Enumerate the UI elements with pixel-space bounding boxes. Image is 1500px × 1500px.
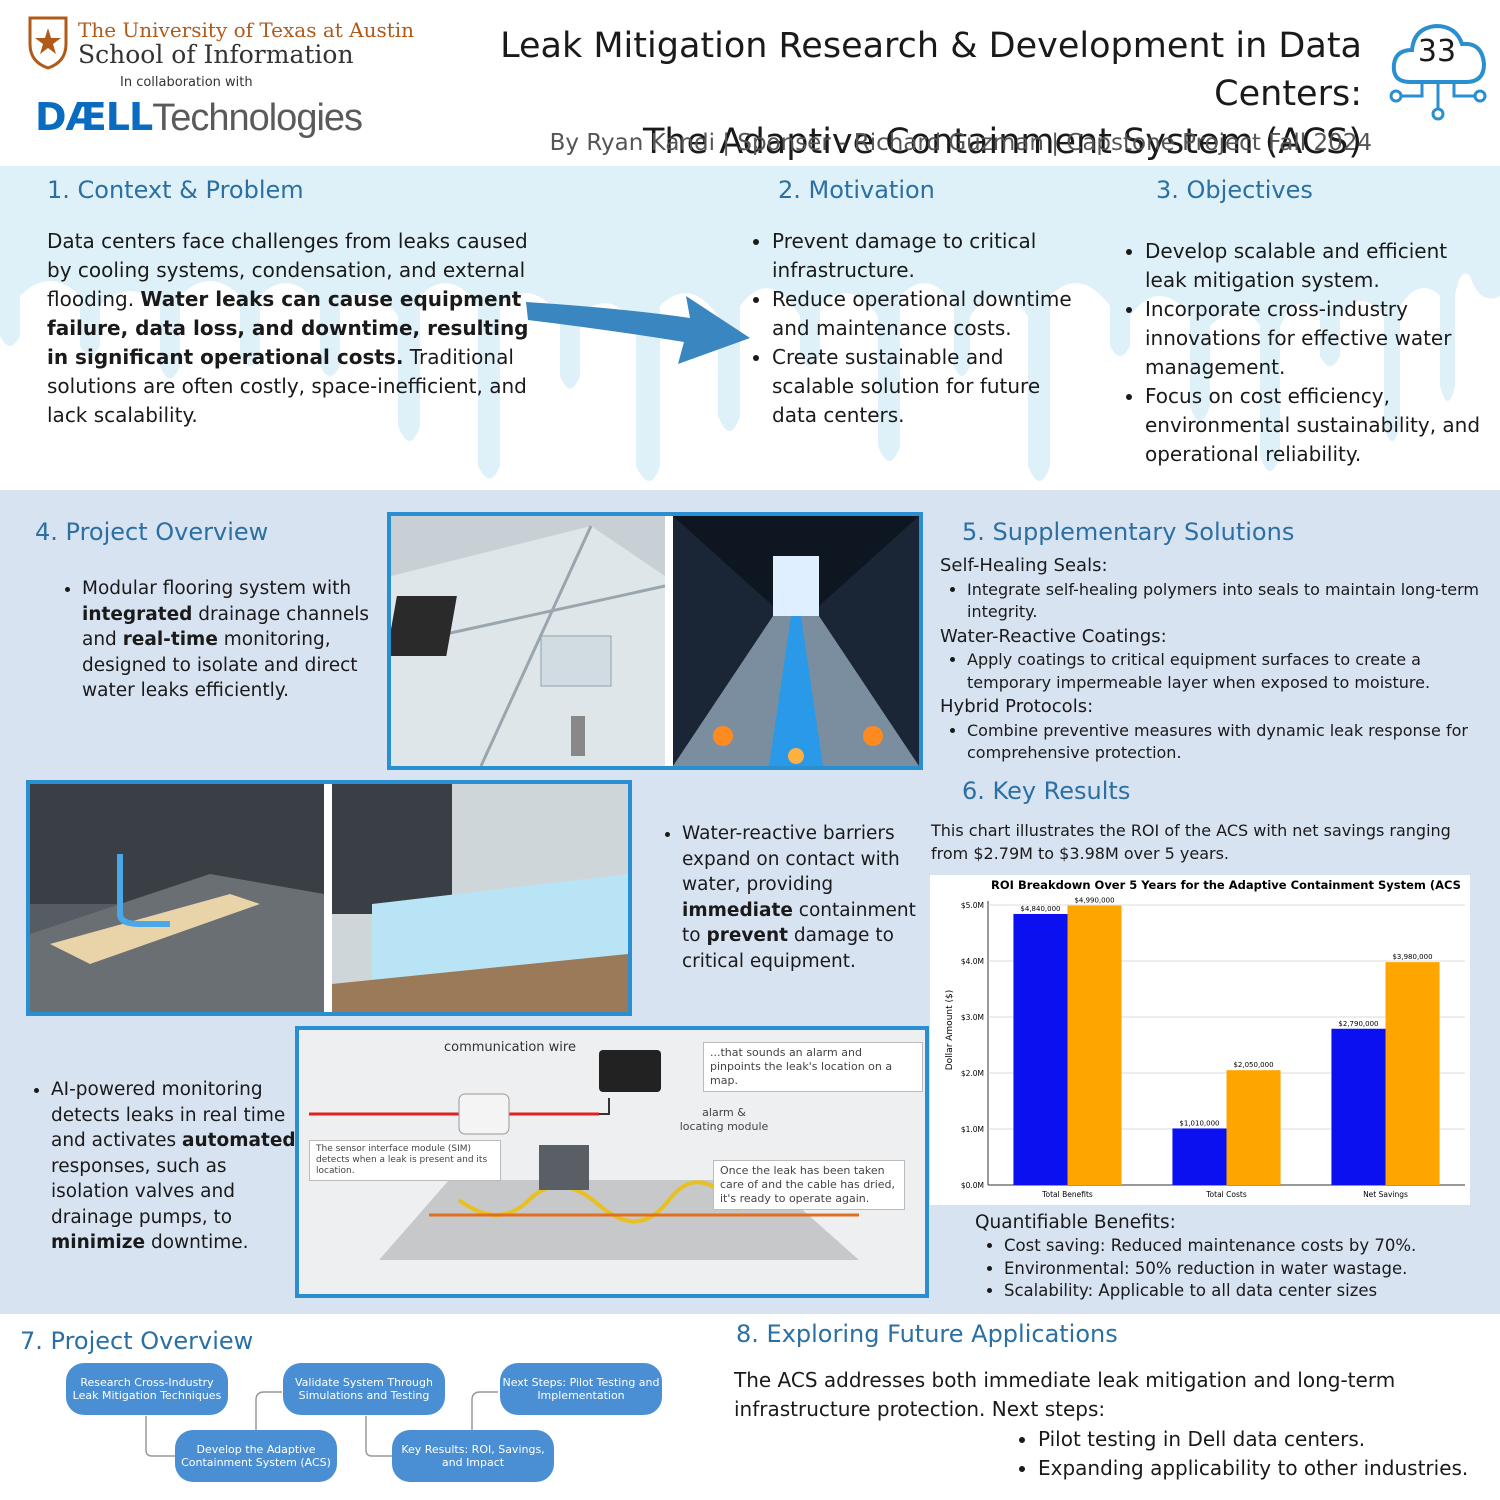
sim-callout: The sensor interface module (SIM) detect… — [309, 1140, 501, 1181]
overview-point-3: AI-powered monitoring detects leaks in r… — [27, 1077, 296, 1256]
bar-value-label: $4,990,000 — [1074, 897, 1114, 905]
future-list: Pilot testing in Dell data centers. Expa… — [1014, 1425, 1500, 1483]
x-tick-label: Total Benefits — [1041, 1190, 1093, 1199]
raised-floor-image — [391, 516, 665, 766]
timeline-heading: 7. Project Overview — [20, 1327, 254, 1355]
timeline-step: Research Cross-Industry Leak Mitigation … — [66, 1363, 228, 1415]
x-tick-label: Total Costs — [1205, 1190, 1247, 1199]
supplementary-title: Water-Reactive Coatings: — [940, 625, 1167, 647]
roi-bar-chart: ROI Breakdown Over 5 Years for the Adapt… — [930, 875, 1470, 1205]
bar-value-label: $3,980,000 — [1392, 953, 1432, 961]
timeline-connectors — [145, 1391, 498, 1457]
future-text: The ACS addresses both immediate leak mi… — [734, 1368, 1396, 1421]
alarm-label: alarm & locating module — [679, 1106, 769, 1133]
bar — [1385, 962, 1440, 1185]
benefits-list: Cost saving: Reduced maintenance costs b… — [980, 1235, 1494, 1303]
timeline-step: Next Steps: Pilot Testing and Implementa… — [500, 1363, 662, 1415]
overview-point-1: Modular flooring system with integrated … — [58, 576, 382, 704]
university-name: The University of Texas at Austin — [78, 18, 415, 42]
list-item: Combine preventive measures with dynamic… — [967, 720, 1480, 765]
motivation-list: Prevent damage to critical infrastructur… — [748, 227, 1082, 430]
context-text: Data centers face challenges from leaks … — [47, 229, 529, 427]
benefits-title: Quantifiable Benefits: — [975, 1212, 1176, 1233]
y-tick-label: $2.0M — [961, 1069, 984, 1078]
timeline-step: Validate System Through Simulations and … — [283, 1363, 445, 1415]
server-aisle-image — [673, 516, 919, 766]
list-item: Cost saving: Reduced maintenance costs b… — [1004, 1235, 1494, 1258]
overview-point-2: Water-reactive barriers expand on contac… — [658, 821, 932, 974]
list-item: Develop scalable and efficient leak miti… — [1145, 237, 1495, 295]
list-item: Apply coatings to critical equipment sur… — [967, 649, 1480, 694]
bar — [1013, 913, 1068, 1185]
y-tick-label: $3.0M — [961, 1013, 984, 1022]
ut-shield-icon — [28, 16, 68, 70]
objectives-heading: 3. Objectives — [1156, 176, 1313, 204]
list-item: Integrate self-healing polymers into sea… — [967, 579, 1480, 624]
x-tick-label: Net Savings — [1363, 1190, 1408, 1199]
school-name: School of Information — [78, 40, 354, 69]
overview-heading: 4. Project Overview — [35, 518, 269, 546]
bar — [1331, 1028, 1386, 1185]
list-item: Prevent damage to critical infrastructur… — [772, 227, 1082, 285]
y-tick-label: $4.0M — [961, 957, 984, 966]
list-item: Create sustainable and scalable solution… — [772, 343, 1082, 430]
poster-number: 33 — [1417, 34, 1457, 69]
results-intro: This chart illustrates the ROI of the AC… — [931, 821, 1451, 863]
supplementary-title: Self-Healing Seals: — [940, 555, 1108, 576]
barrier-images — [26, 780, 632, 1016]
list-item: Focus on cost efficiency, environmental … — [1145, 382, 1495, 469]
dry-callout: Once the leak has been taken care of and… — [713, 1160, 905, 1210]
cloud-network-icon — [1389, 23, 1487, 121]
bar — [1226, 1070, 1281, 1185]
bar-value-label: $4,840,000 — [1020, 905, 1060, 913]
supplementary-heading: 5. Supplementary Solutions — [962, 518, 1295, 546]
motivation-heading: 2. Motivation — [778, 176, 935, 204]
results-heading: 6. Key Results — [962, 777, 1131, 805]
timeline-step: Develop the Adaptive Containment System … — [175, 1430, 337, 1482]
collab-text: In collaboration with — [120, 75, 253, 90]
supplementary-content: Self-Healing Seals: Integrate self-heali… — [940, 553, 1480, 765]
arrow-right-icon — [526, 296, 750, 364]
alarm-callout: ...that sounds an alarm and pinpoints th… — [703, 1042, 923, 1092]
list-item: Reduce operational downtime and maintena… — [772, 285, 1082, 343]
leak-detection-diagram: communication wire ...that sounds an ala… — [295, 1026, 929, 1298]
y-tick-label: $5.0M — [961, 901, 984, 910]
byline: By Ryan Kandi | Sponser - Richard Guzman… — [549, 130, 1372, 156]
y-tick-label: $1.0M — [961, 1125, 984, 1134]
list-item: Pilot testing in Dell data centers. — [1038, 1425, 1500, 1454]
poster-title: Leak Mitigation Research & Development i… — [500, 26, 1362, 162]
timeline-step: Key Results: ROI, Savings, and Impact — [392, 1430, 554, 1482]
chart-ylabel: Dollar Amount ($) — [945, 990, 955, 1071]
list-item: Expanding applicability to other industr… — [1038, 1454, 1500, 1483]
wire-label: communication wire — [444, 1040, 576, 1055]
bar — [1067, 905, 1122, 1185]
context-heading: 1. Context & Problem — [47, 176, 304, 204]
y-tick-label: $0.0M — [961, 1181, 984, 1190]
dell-logo: DÆLLTechnologies — [35, 95, 363, 139]
bar-value-label: $2,790,000 — [1338, 1020, 1378, 1028]
future-heading: 8. Exploring Future Applications — [736, 1320, 1118, 1348]
water-drip-background — [0, 166, 1500, 481]
bar-value-label: $1,010,000 — [1179, 1119, 1219, 1127]
barrier-diagram-1-image — [30, 784, 324, 1012]
list-item: Environmental: 50% reduction in water wa… — [1004, 1258, 1494, 1281]
flooring-images — [387, 512, 923, 770]
list-item: Incorporate cross-industry innovations f… — [1145, 295, 1495, 382]
supplementary-title: Hybrid Protocols: — [940, 696, 1094, 717]
barrier-diagram-2-image — [332, 784, 628, 1012]
objectives-list: Develop scalable and efficient leak miti… — [1121, 237, 1495, 469]
list-item: Scalability: Applicable to all data cent… — [1004, 1280, 1494, 1303]
chart-title: ROI Breakdown Over 5 Years for the Adapt… — [991, 878, 1461, 892]
bar — [1172, 1128, 1227, 1185]
bar-value-label: $2,050,000 — [1233, 1061, 1273, 1069]
